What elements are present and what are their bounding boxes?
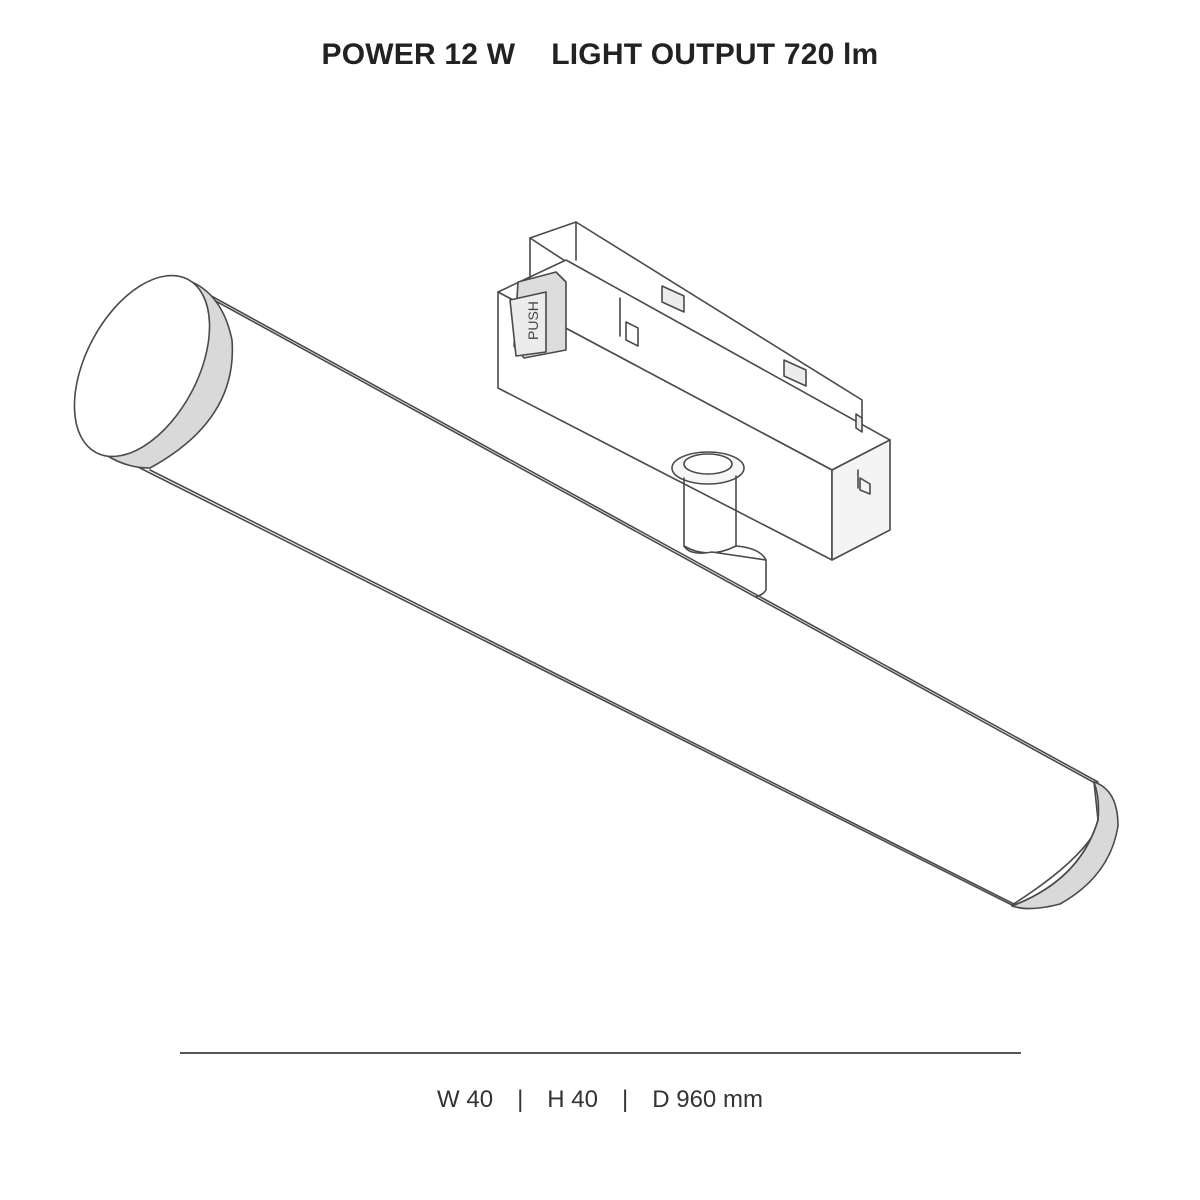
divider-line [180, 1052, 1021, 1054]
light-output-label: LIGHT OUTPUT 720 lm [551, 38, 879, 71]
connector-stem [671, 451, 767, 598]
width-dimension: W 40 [437, 1086, 494, 1113]
spec-header: POWER 12 W LIGHT OUTPUT 720 lm [0, 38, 1200, 72]
dimension-separator: | [622, 1086, 629, 1113]
height-dimension: H 40 [547, 1086, 598, 1113]
dimension-separator: | [517, 1086, 524, 1113]
power-label: POWER 12 W [321, 38, 516, 71]
push-button-label: PUSH [525, 301, 541, 340]
depth-dimension: D 960 mm [652, 1086, 763, 1113]
dimensions-row: W 40 | H 40 | D 960 mm [0, 1086, 1200, 1114]
tube-body [73, 274, 1119, 910]
track-adapter: PUSH [497, 221, 891, 561]
push-button: PUSH [509, 271, 567, 359]
